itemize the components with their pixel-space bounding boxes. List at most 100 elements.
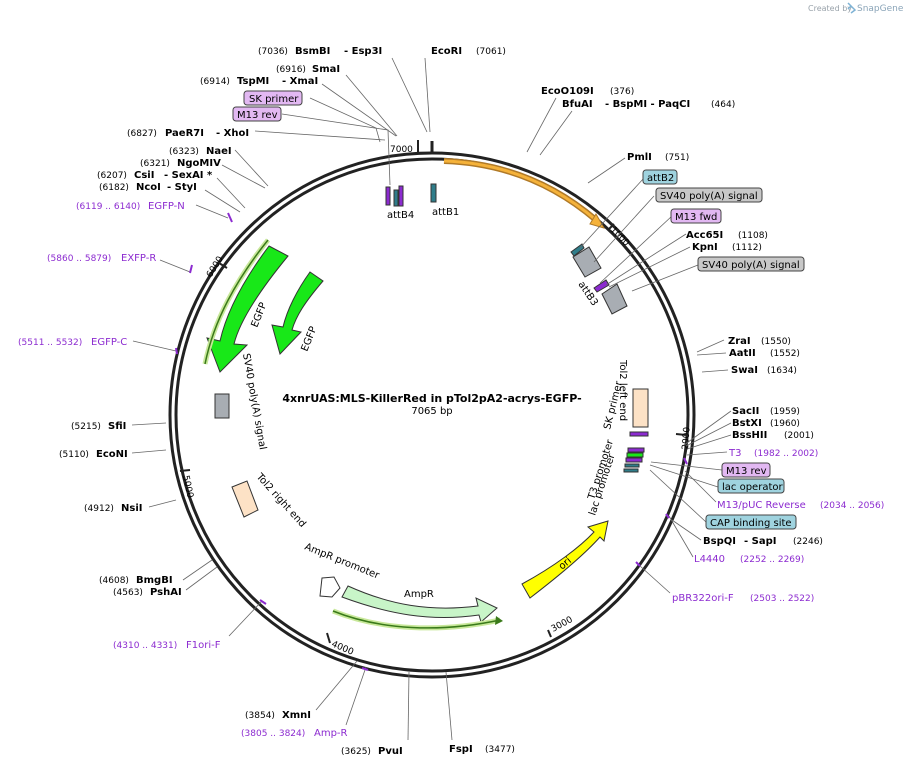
credit-prefix: Created by	[808, 4, 852, 13]
site-xmni-pos: (3854)	[245, 711, 275, 721]
site-pvui[interactable]: (3625) PvuI	[341, 746, 403, 757]
site-tspmi[interactable]: (6914) TspMI - XmaI	[200, 76, 318, 87]
primer-exfp-r[interactable]: (5860 .. 5879) EXFP-R	[47, 253, 156, 264]
site-sacii[interactable]: SacII (1959)	[732, 406, 800, 417]
ampr-label: AmpR	[404, 589, 434, 600]
leader-ecoo109i	[526, 97, 557, 153]
egfp-inner-arrow	[271, 271, 324, 355]
attb4-bar-2	[393, 189, 399, 207]
site-swai-pos: (1634)	[767, 366, 797, 376]
primer-t3[interactable]: T3 (1982 .. 2002)	[728, 448, 818, 459]
site-nsii[interactable]: (4912) NsiI	[84, 503, 142, 514]
site-sfii[interactable]: (5215) SfiI	[71, 421, 126, 432]
box-attb2[interactable]: attB2	[642, 169, 678, 185]
site-tspmi-pos: (6914)	[200, 77, 230, 87]
site-bspqi[interactable]: BspQI - SapI (2246)	[703, 536, 823, 547]
t3-mark	[627, 447, 645, 453]
site-ngomiv[interactable]: (6321) NgoMIV	[140, 158, 221, 169]
box-m13-fwd[interactable]: M13 fwd	[670, 208, 722, 224]
leader-bmgbi	[182, 559, 213, 581]
site-bmgbi-pos: (4608)	[99, 576, 129, 586]
box-sv40-2[interactable]: SV40 poly(A) signal	[697, 256, 805, 272]
tick-2000	[675, 433, 687, 436]
leader-swai	[701, 369, 729, 373]
tick-1000	[607, 223, 615, 231]
box-sv40-2-label: SV40 poly(A) signal	[702, 260, 800, 271]
site-pshai[interactable]: (4563) PshAI	[113, 587, 182, 598]
site-bsmbi[interactable]: (7036) BsmBI - Esp3I	[258, 46, 382, 57]
site-acc65i[interactable]: Acc65I (1108)	[686, 230, 768, 241]
primer-tick-l4440	[665, 513, 670, 519]
site-ncoi[interactable]: (6182) NcoI - StyI	[99, 182, 197, 193]
site-ecoo109i-name: EcoO109I	[541, 86, 594, 97]
site-bspqi-name: BspQI	[703, 536, 736, 547]
site-xmni[interactable]: (3854) XmnI	[245, 710, 311, 721]
site-csii[interactable]: (6207) CsiI - SexAI *	[97, 170, 213, 181]
site-fspi-name: FspI	[449, 744, 473, 755]
site-aatii-pos: (1552)	[770, 349, 800, 359]
box-m13-rev-right[interactable]: M13 rev	[721, 462, 771, 478]
box-sk-primer[interactable]: SK primer	[243, 90, 303, 106]
leader-aatii	[696, 352, 727, 356]
primer-egfp-c[interactable]: (5511 .. 5532) EGFP-C	[18, 337, 127, 348]
site-ncoi-pos: (6182)	[99, 183, 129, 193]
primer-tick-pbr322ori-f	[635, 561, 641, 567]
primer-tick-egfp-c	[175, 347, 178, 355]
primer-egfp-n[interactable]: (6119 .. 6140) EGFP-N	[76, 201, 185, 212]
attb1-feature: attB1	[430, 183, 459, 218]
site-naei[interactable]: (6323) NaeI	[169, 146, 232, 157]
site-bmgbi[interactable]: (4608) BmgBI	[99, 575, 173, 586]
site-aatii[interactable]: AatII (1552)	[729, 348, 800, 359]
primer-f1ori-f[interactable]: (4310 .. 4331) F1ori-F	[113, 640, 221, 651]
site-bsshii[interactable]: BssHII (2001)	[732, 430, 814, 441]
egfp-outer-label: EGFP	[250, 301, 270, 329]
site-bsshii-name: BssHII	[732, 430, 767, 441]
primer-l4440[interactable]: L4440 (2252 .. 2269)	[694, 554, 804, 565]
attb3-mark	[593, 279, 610, 293]
site-paer7i-extra: - XhoI	[216, 128, 249, 139]
site-bfuai[interactable]: BfuAI - BspMI - PaqCI (464)	[562, 99, 735, 110]
box-lac-operator[interactable]: lac operator	[717, 478, 785, 494]
site-tspmi-name: TspMI	[237, 76, 269, 87]
site-zrai[interactable]: ZraI (1550)	[728, 336, 791, 347]
t3-promoter-mark	[626, 452, 644, 458]
site-econi-pos: (5110)	[59, 450, 89, 460]
site-kpni-pos: (1112)	[732, 243, 762, 253]
site-zrai-pos: (1550)	[761, 337, 791, 347]
primer-pbr322ori-f-name: pBR322ori-F	[672, 593, 734, 604]
site-smai[interactable]: (6916) SmaI	[276, 64, 340, 75]
leader-t3	[686, 451, 728, 456]
primer-egfp-n-range: (6119 .. 6140)	[76, 202, 140, 212]
box-cap-site[interactable]: CAP binding site	[705, 514, 797, 530]
ampr-arrow	[341, 585, 498, 623]
leader-sv40-2	[631, 264, 699, 292]
leader-attb2	[579, 177, 645, 249]
leader-sacii	[683, 410, 732, 446]
site-ecoo109i[interactable]: EcoO109I (376)	[541, 86, 634, 97]
site-swai[interactable]: SwaI (1634)	[731, 365, 797, 376]
leader-f1ori-f	[228, 600, 263, 637]
site-pmli[interactable]: PmlI (751)	[627, 152, 689, 163]
primer-pbr322ori-f[interactable]: pBR322ori-F (2503 .. 2522)	[672, 593, 814, 604]
leader-xmni	[315, 660, 358, 711]
site-fspi[interactable]: FspI (3477)	[449, 744, 515, 755]
primer-exfp-r-name: EXFP-R	[121, 253, 156, 264]
leader-pshai	[185, 566, 218, 591]
site-kpni[interactable]: KpnI (1112)	[692, 242, 762, 253]
site-bstxi[interactable]: BstXI (1960)	[732, 418, 800, 429]
plasmid-name: 4xnrUAS:MLS-KillerRed in pTol2pA2-acrys-…	[282, 392, 581, 405]
site-pvui-name: PvuI	[378, 746, 403, 757]
box-sv40-1[interactable]: SV40 poly(A) signal	[655, 187, 763, 203]
primer-l4440-name: L4440	[694, 554, 725, 565]
primer-f1ori-f-name: F1ori-F	[186, 640, 221, 651]
primer-amp-r[interactable]: (3805 .. 3824) Amp-R	[241, 728, 348, 739]
primer-m13-puc-rev[interactable]: M13/pUC Reverse (2034 .. 2056)	[717, 500, 884, 511]
site-bfuai-name: BfuAI	[562, 99, 593, 110]
leader-paer7i	[254, 130, 386, 141]
site-paer7i[interactable]: (6827) PaeR7I - XhoI	[127, 128, 249, 139]
site-zrai-name: ZraI	[728, 336, 751, 347]
box-m13-rev-top[interactable]: M13 rev	[232, 106, 282, 122]
site-econi[interactable]: (5110) EcoNI	[59, 449, 128, 460]
site-ecori[interactable]: EcoRI (7061)	[431, 46, 506, 57]
